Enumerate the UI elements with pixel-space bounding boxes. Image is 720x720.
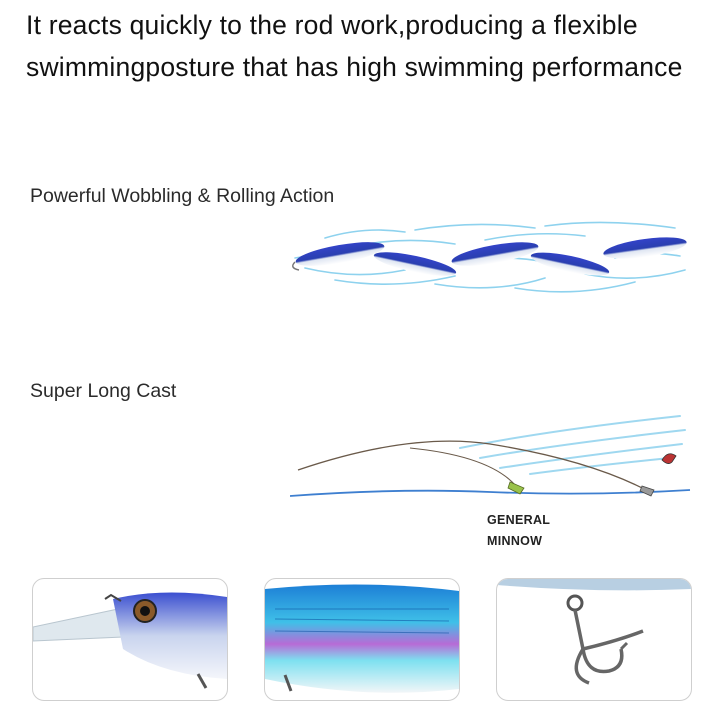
body-closeup-photo bbox=[264, 578, 460, 701]
headline: It reacts quickly to the rod work,produc… bbox=[26, 10, 683, 82]
wobbling-action-illustration bbox=[292, 221, 687, 293]
wobbling-lure-icon bbox=[292, 237, 687, 276]
long-cast-label: Super Long Cast bbox=[30, 380, 177, 402]
general-minnow-caption: GENERAL MINNOW bbox=[487, 510, 550, 552]
lip-closeup-photo bbox=[32, 578, 228, 701]
wobbling-action-label: Powerful Wobbling & Rolling Action bbox=[30, 185, 335, 207]
long-cast-illustration bbox=[290, 415, 691, 497]
hook-closeup-photo bbox=[496, 578, 692, 701]
caption-line-2: MINNOW bbox=[487, 534, 543, 548]
caption-line-1: GENERAL bbox=[487, 513, 551, 527]
casting-lure-icon bbox=[507, 453, 677, 497]
